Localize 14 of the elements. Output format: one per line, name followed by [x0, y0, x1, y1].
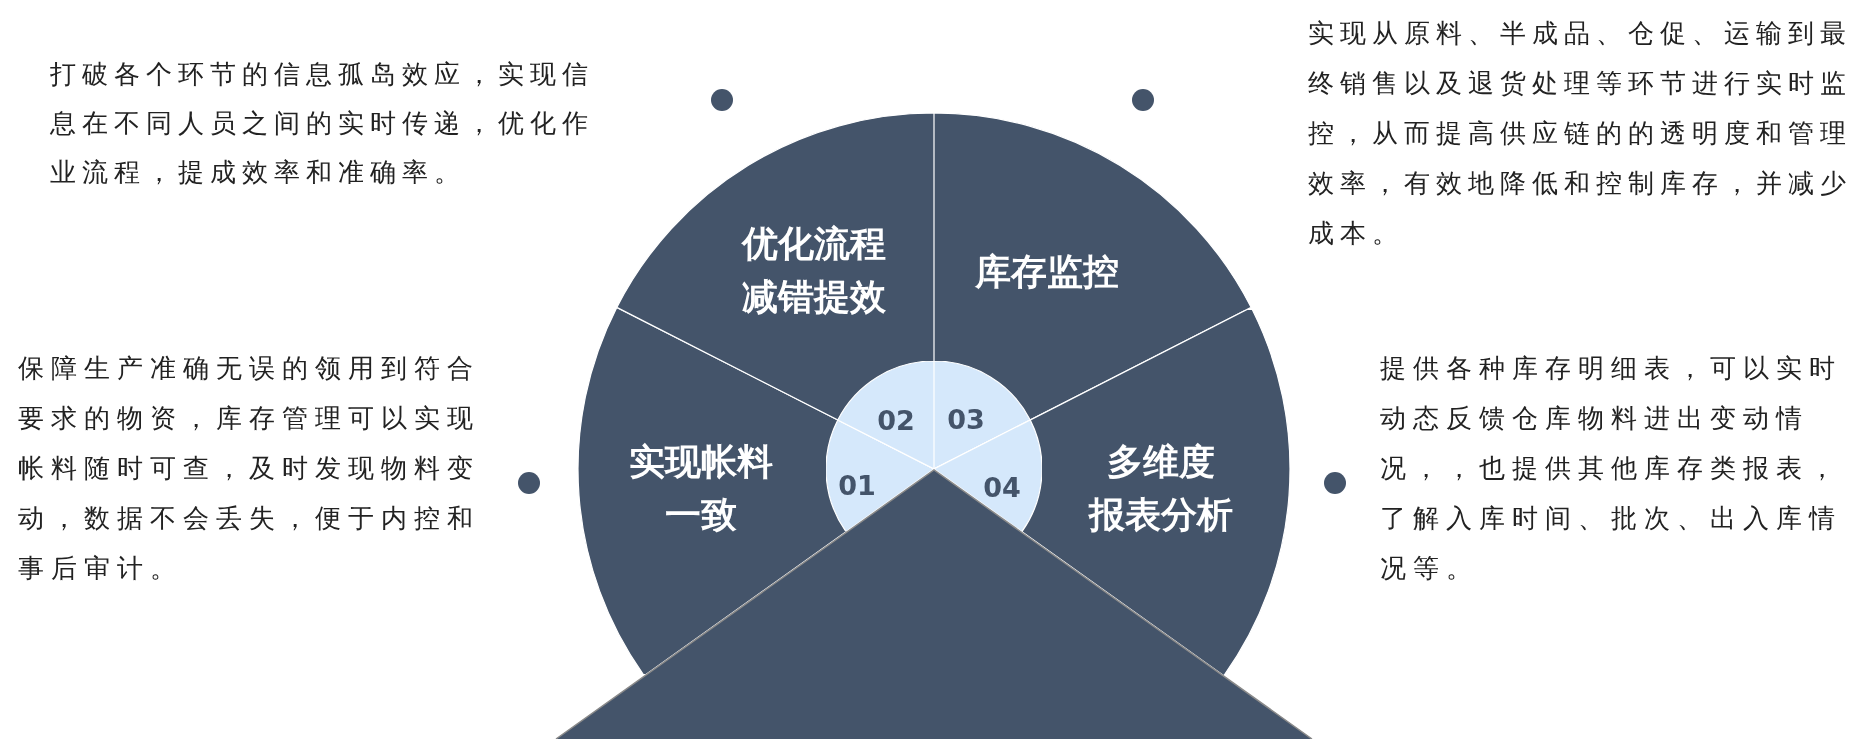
step-number: 02 [877, 405, 915, 437]
number-sector [837, 361, 934, 469]
sector-title: 优化流程减错提效 [742, 222, 886, 319]
sector-title: 库存监控 [975, 249, 1119, 294]
number-sector [934, 361, 1031, 469]
sector-title: 多维度报表分析 [1089, 440, 1233, 537]
description-text: 实现从原料、半成品、仓促、运输到最终销售以及退货处理等环节进行实时监控，从而提高供应链的的透明度和管理效率，有效地降低和控制库存，并减少成本。 [1308, 17, 1853, 250]
description-text: 提供各种库存明细表，可以实时动态反馈仓库物料进出变动情况，，也提供其他库存类报表，了解入库时间、批次、出入库情况等。 [1380, 352, 1843, 585]
step-number: 03 [947, 404, 985, 436]
sector-title: 实现帐料一致 [629, 440, 773, 537]
step-number: 01 [838, 470, 876, 502]
description-text: 打破各个环节的信息孤岛效应，实现信息在不同人员之间的实时传递，优化作业流程，提成效率和准确率。 [50, 58, 595, 189]
description-text: 保障生产准确无误的领用到符合要求的物资，库存管理可以实现帐料随时可查，及时发现物料变动，数据不会丢失，便于内控和事后审计。 [18, 352, 481, 585]
step-number: 04 [983, 472, 1021, 504]
